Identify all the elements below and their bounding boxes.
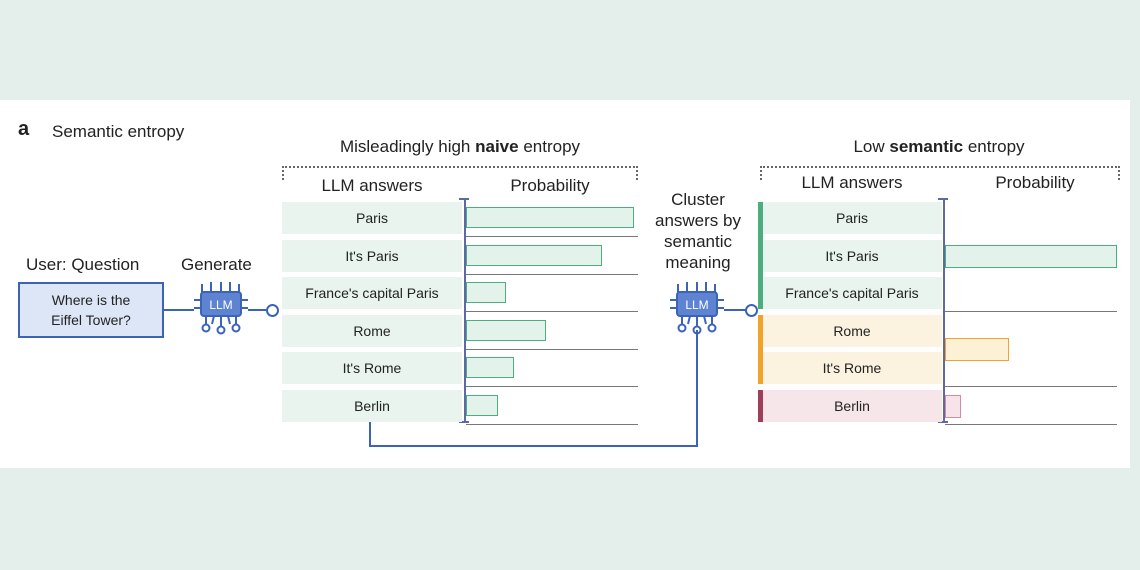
semantic-answer-cell: It's Rome — [762, 352, 942, 384]
naive-row-separator — [466, 273, 638, 275]
figure-panel: a Semantic entropy User: Question Where … — [0, 100, 1130, 468]
naive-answer-cell: France's capital Paris — [282, 277, 462, 309]
connector-down — [369, 422, 371, 446]
llm-chip-icon: LLM — [194, 282, 248, 335]
connector-dot-right — [745, 304, 758, 317]
svg-text:LLM: LLM — [685, 298, 708, 312]
naive-answer-cell: Paris — [282, 202, 462, 234]
naive-row-separator — [466, 236, 638, 237]
naive-col-probability: Probability — [510, 176, 590, 195]
naive-row-separator — [466, 311, 638, 312]
connector-cluster-answers — [724, 309, 746, 311]
naive-probability-bar — [466, 282, 506, 303]
semantic-prob-axis — [943, 198, 945, 422]
question-line-2: Eiffel Tower? — [51, 312, 131, 328]
naive-prob-axis — [464, 198, 466, 422]
naive-answer-cell: Rome — [282, 314, 462, 347]
naive-title: Misleadingly high naive entropy — [339, 137, 581, 156]
semantic-cluster-marker — [758, 202, 763, 309]
semantic-bracket — [760, 166, 1120, 180]
llm-chip-icon-cluster: LLM — [670, 282, 724, 335]
naive-answer-cell: Berlin — [282, 389, 462, 422]
semantic-axis-tick-top — [938, 198, 948, 200]
semantic-answer-cell: It's Paris — [762, 239, 942, 272]
panel-title: Semantic entropy — [52, 122, 185, 141]
naive-bracket — [282, 166, 638, 180]
cluster-line-4: meaning — [665, 253, 731, 272]
semantic-title: Low semantic entropy — [853, 137, 1025, 156]
semantic-answer-cell: Rome — [762, 314, 942, 347]
semantic-answer-cell: Berlin — [762, 389, 942, 422]
semantic-probability-bar — [945, 338, 1009, 362]
naive-row-separator — [466, 386, 638, 387]
semantic-cluster-marker — [758, 314, 763, 384]
semantic-col-answers: LLM answers — [801, 173, 903, 192]
connector-question-llm — [164, 309, 194, 311]
connector-dot-left — [266, 304, 279, 317]
semantic-cluster-separator — [945, 423, 1117, 425]
naive-axis-tick-top — [459, 198, 469, 200]
cluster-line-1: Cluster — [671, 190, 725, 209]
question-line-1: Where is the — [51, 292, 131, 308]
connector-bottom — [369, 445, 697, 447]
svg-text:LLM: LLM — [209, 298, 232, 312]
connector-up — [696, 330, 698, 447]
naive-col-answers: LLM answers — [321, 176, 423, 195]
semantic-probability-bar — [945, 394, 961, 418]
naive-probability-bar — [466, 357, 514, 378]
naive-answer-cell: It's Rome — [282, 352, 462, 384]
cluster-label: Cluster answers by semantic meaning — [640, 189, 756, 273]
semantic-cluster-marker — [758, 389, 763, 422]
semantic-answer-cell: Paris — [762, 202, 942, 234]
naive-probability-bar — [466, 207, 634, 228]
naive-answer-cell: It's Paris — [282, 239, 462, 272]
panel-letter: a — [18, 118, 30, 140]
naive-row-separator — [466, 423, 638, 425]
naive-axis-tick-bottom — [459, 421, 469, 423]
semantic-probability-bar — [945, 244, 1117, 268]
semantic-cluster-separator — [945, 386, 1117, 387]
naive-probability-bar — [466, 244, 602, 266]
question-label: User: Question — [26, 255, 140, 274]
semantic-axis-tick-bottom — [938, 421, 948, 423]
semantic-cluster-separator — [945, 311, 1117, 312]
semantic-answer-cell: France's capital Paris — [762, 277, 942, 309]
naive-row-separator — [466, 348, 638, 350]
question-box: Where is the Eiffel Tower? — [18, 282, 164, 338]
cluster-line-2: answers by — [655, 211, 741, 230]
naive-probability-bar — [466, 394, 498, 416]
naive-probability-bar — [466, 319, 546, 341]
connector-llm-answers — [248, 309, 266, 311]
generate-label: Generate — [181, 255, 252, 274]
semantic-col-probability: Probability — [995, 173, 1075, 192]
cluster-line-3: semantic — [663, 232, 733, 251]
